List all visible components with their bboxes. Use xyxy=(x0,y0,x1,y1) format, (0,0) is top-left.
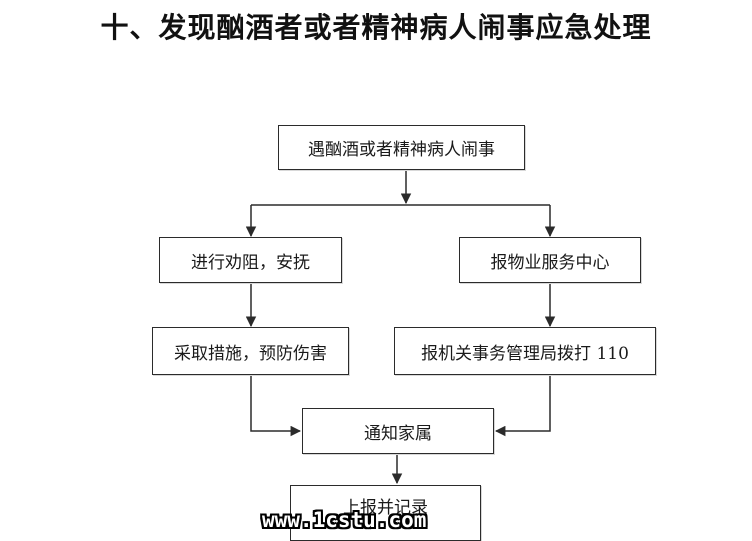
node-notify-family: 通知家属 xyxy=(302,408,494,454)
page-title: 十、发现酗酒者或者精神病人闹事应急处理 xyxy=(100,11,652,44)
node-call-110: 报机关事务管理局拨打 110 xyxy=(394,327,656,375)
arrow-measures-to-notify xyxy=(250,375,302,437)
node-dissuade: 进行劝阻，安抚 xyxy=(159,237,342,283)
node-start: 遇酗酒或者精神病人闹事 xyxy=(278,125,525,170)
node-report-record: 上报并记录 xyxy=(290,485,481,541)
node-report-center: 报物业服务中心 xyxy=(459,237,641,283)
arrow-call-110-to-notify xyxy=(494,375,551,437)
watermark-text: www.1cstu.com xyxy=(262,508,427,532)
node-measures: 采取措施，预防伤害 xyxy=(152,327,349,375)
